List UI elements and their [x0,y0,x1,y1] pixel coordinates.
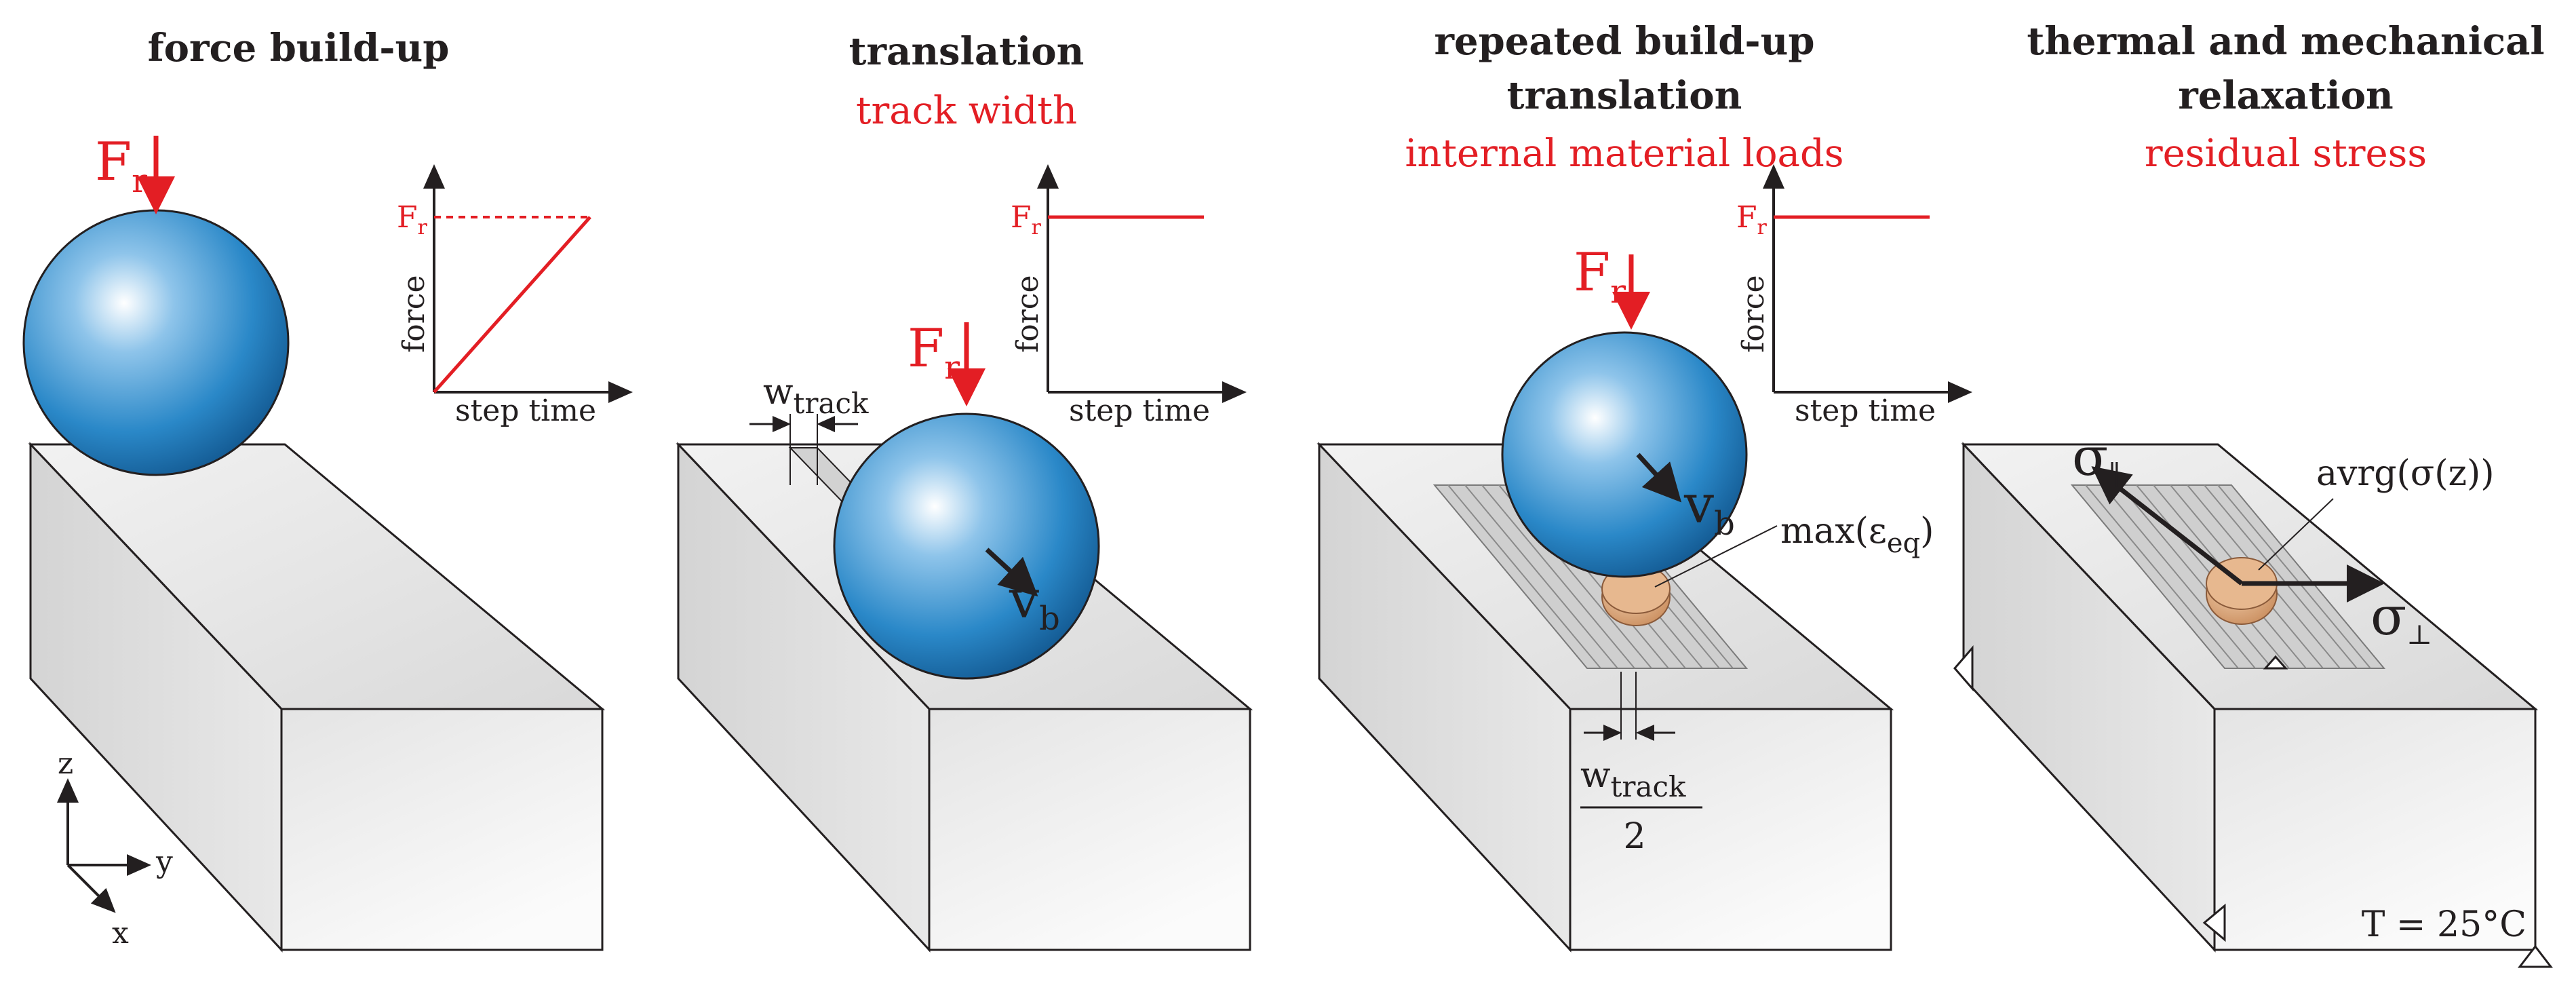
panel3-title-line2: translation [1507,73,1742,118]
panel4-title-line2: relaxation [2178,73,2394,118]
panel3-strain-callout: max(εeq) [1654,511,1934,588]
panel3-width-label: wtrack [1580,755,1686,803]
panel3-force-arrow: Fr [1574,242,1650,330]
panel3-strain-label: max(εeq) [1780,511,1934,559]
panel3-subtitle: internal material loads [1405,132,1843,176]
panel1-graph-xlabel: step time [455,394,596,428]
panel2-block [676,442,1253,953]
panel2-track-width-dimension: wtrack [749,372,869,451]
panel3-force-graph: Fr force step time [1736,164,1972,428]
panel2-title: translation [849,29,1085,74]
panel4-title-line1: thermal and mechanical [2027,19,2544,64]
panel1-ramp-line [433,216,591,394]
panel-relaxation: thermal and mechanical relaxation residu… [1953,19,2554,968]
sigma-perpendicular-label: σ⊥ [2370,586,2432,651]
panel2-ball [833,413,1100,680]
axis-z-label: z [58,746,73,781]
panel1-title: force build-up [148,26,450,71]
panel2-force-arrow: Fr [908,318,985,406]
panel4-subtitle: residual stress [2145,132,2427,176]
panel2-width-label: wtrack [763,372,869,420]
panel4-average-callout: avrg(σ(z)) [2258,453,2495,571]
panel-repeated-build-up: repeated build-up translation internal m… [1316,19,1972,953]
panel3-half-width-dimension: wtrack 2 [1580,672,1702,857]
panel3-ball [1501,331,1748,578]
panel4-average-label: avrg(σ(z)) [2316,453,2495,494]
sigma-parallel-label: σ∥ [2072,427,2121,491]
panel2-force-graph: Fr force step time [1011,164,1247,428]
panel3-force-label: Fr [1574,242,1626,311]
axis-x-label: x [112,916,129,951]
panel1-force-arrow: Fr [95,132,175,214]
temperature-label: T = 25°C [2362,904,2526,945]
panel3-velocity-arrow: vb [1636,453,1735,543]
panel3-title-line1: repeated build-up [1434,19,1814,64]
panel3-graph-ytick: Fr [1736,200,1768,240]
panel2-velocity-label: vb [1009,569,1060,638]
panel3-graph-ylabel: force [1736,275,1771,353]
panel3-velocity-label: vb [1683,474,1735,543]
panel1-force-graph: Fr force step time [397,164,633,428]
panel2-velocity-arrow: vb [985,548,1060,638]
panel1-coordinate-axes: z y x [57,746,173,951]
panel-translation: translation track width wtrack Fr vb [676,29,1253,953]
panel4-sigma-parallel-arrow: σ∥ [2072,427,2244,586]
panel1-block [28,442,606,953]
panel2-graph-xlabel: step time [1069,394,1210,428]
panel2-graph-ylabel: force [1011,275,1045,353]
panel1-force-label: Fr [95,132,147,200]
panel2-force-label: Fr [908,318,960,387]
axis-y-label: y [155,845,173,879]
panel4-supports [1953,645,2554,968]
panel2-subtitle: track width [856,89,1077,133]
panel1-ball [22,209,290,476]
panel4-contact-zone [2206,557,2278,625]
panel4-sigma-perpendicular-arrow: σ⊥ [2242,564,2432,651]
panel2-graph-ytick: Fr [1011,200,1042,240]
panel3-width-denominator: 2 [1623,816,1645,857]
panel1-graph-ytick: Fr [397,200,428,240]
panel3-graph-xlabel: step time [1795,394,1936,428]
panel-force-build-up: force build-up Fr Fr force step time z y [22,26,633,953]
panel1-graph-ylabel: force [397,275,431,353]
